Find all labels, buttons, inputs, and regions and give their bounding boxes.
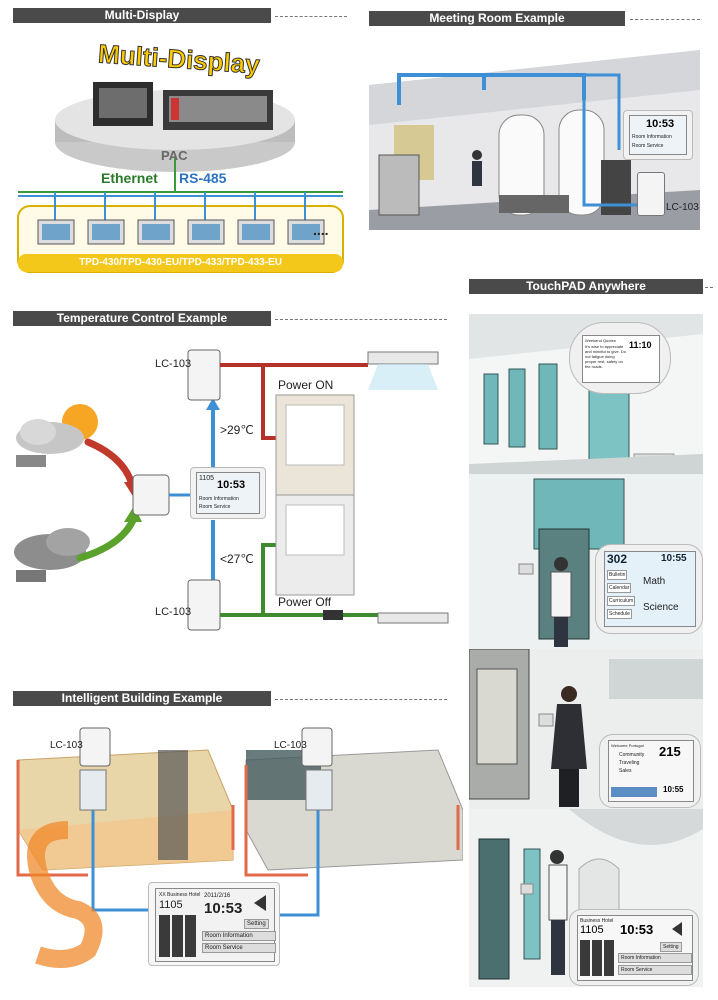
lobby-icon-bar: [611, 787, 657, 797]
touchpad-hotel-panel: Business Hotel 1105 10:53 Setting Room I…: [569, 909, 699, 986]
intelligent-building-diagram: LC-103 LC-103 XX Business Hotel 1105 201…: [8, 710, 463, 970]
lobby-item-community[interactable]: Community: [619, 752, 645, 758]
pac-label: PAC: [161, 148, 188, 163]
section-header-multi-display: Multi-Display: [13, 8, 271, 23]
meeting-panel-item: Room Information: [632, 134, 672, 140]
menu-calendar[interactable]: Calendar: [607, 583, 632, 593]
divider: [275, 16, 347, 17]
subject-math: Math: [643, 576, 666, 587]
pac-platform-illustration: [17, 82, 344, 273]
lc-103-device: [637, 172, 665, 216]
hotel-room: 1105: [580, 924, 604, 936]
meeting-touch-panel: 10:53 Room Information Room Service: [623, 110, 693, 160]
temp-low-label: <27℃: [220, 552, 254, 566]
hotel-header: Business Hotel: [580, 918, 614, 924]
touchpad-scene-school: 302 10:55 Bulletin Calendar Curriculum S…: [469, 474, 703, 649]
divider: [630, 19, 700, 20]
room-information-button[interactable]: Room Information: [202, 931, 276, 941]
lc-103-top-label: LC-103: [155, 358, 192, 370]
lobby-header: Welcome Portugal: [611, 743, 644, 748]
section-header-intelligent-building: Intelligent Building Example: [13, 691, 271, 706]
quote-time: 11:10: [629, 340, 652, 350]
touch-panels: [37, 192, 325, 245]
quote-text: It's wise to appreciate and mindful to g…: [585, 344, 626, 369]
touchpad-school-panel: 302 10:55 Bulletin Calendar Curriculum S…: [595, 544, 703, 634]
meeting-room-scene: 10:53 Room Information Room Service LC-1…: [369, 30, 700, 230]
temp-high-label: >29℃: [220, 423, 254, 437]
divider: [275, 319, 447, 320]
building-floorplans: [16, 727, 463, 968]
section-header-touchpad-anywhere: TouchPAD Anywhere: [469, 279, 703, 294]
lc-103-right-label: LC-103: [274, 740, 307, 751]
panel-item: Room Information: [199, 496, 239, 502]
menu-schedule[interactable]: Schedule: [607, 609, 632, 619]
hotel-keypad: [159, 915, 197, 957]
hotel-time: 10:53: [204, 900, 243, 917]
ethernet-label: Ethernet: [101, 170, 158, 186]
lc-103-left-label: LC-103: [50, 740, 83, 751]
panel-room-number: 1105: [199, 475, 215, 482]
power-on-label: Power ON: [278, 378, 334, 392]
divider: [275, 699, 447, 700]
lc-103-bottom-label: LC-103: [155, 606, 192, 618]
touchpad-scene-lobby: Welcome Portugal Community Traveling Sal…: [469, 649, 703, 809]
room-service-button[interactable]: Room Service: [202, 943, 276, 953]
temperature-flow: [14, 349, 449, 631]
hotel-name: XX Business Hotel: [159, 892, 201, 898]
section-header-temperature-control: Temperature Control Example: [13, 311, 271, 326]
classroom-time: 10:55: [661, 553, 687, 564]
temperature-control-diagram: LC-103 LC-103 Power ON Power Off >29℃ <2…: [8, 330, 458, 670]
panel-time: 10:53: [217, 479, 246, 491]
models-banner: TPD-430/TPD-430-EU/TPD-433/TPD-433-EU: [79, 257, 282, 268]
divider: [705, 287, 713, 288]
rs485-label: RS-485: [179, 170, 227, 186]
touchpad-scene-corridor: Weekend Quotes 11:10 It's wise to apprec…: [469, 314, 703, 474]
temperature-touch-panel: 1105 10:53 Room Information Room Service: [190, 467, 266, 519]
setting-button[interactable]: Setting: [244, 919, 269, 929]
hotel-play-icon: [672, 922, 682, 936]
touchpad-lobby-panel: Welcome Portugal Community Traveling Sal…: [599, 734, 701, 808]
multi-display-diagram: Multi-Display PAC Ethernet RS-485 .... T…: [13, 30, 348, 275]
hotel-date: 2011/2/16: [204, 893, 231, 899]
meeting-panel-item: Room Service: [632, 143, 664, 149]
touchpad-quote-panel: Weekend Quotes 11:10 It's wise to apprec…: [569, 322, 671, 394]
hotel-room-service-button[interactable]: Room Service: [618, 965, 692, 975]
section-header-meeting-room: Meeting Room Example: [369, 11, 625, 26]
power-off-label: Power Off: [278, 595, 332, 609]
hotel-clock: 10:53: [620, 922, 654, 937]
subject-science: Science: [643, 602, 679, 613]
hotel-keypad: [580, 940, 614, 976]
ellipsis: ....: [313, 222, 329, 238]
panel-item: Room Service: [199, 504, 231, 510]
quote-header: Weekend Quotes: [585, 338, 616, 343]
hotel-room-info-button[interactable]: Room Information: [618, 953, 692, 963]
menu-curriculum[interactable]: Curriculum: [607, 596, 636, 606]
hotel-setting-button[interactable]: Setting: [660, 942, 682, 952]
lobby-number: 215: [659, 744, 681, 759]
play-icon: [254, 895, 266, 911]
lobby-item-sales[interactable]: Sales: [619, 768, 632, 774]
menu-bulletin[interactable]: Bulletin: [607, 570, 628, 580]
touchpad-scene-hotel: Business Hotel 1105 10:53 Setting Room I…: [469, 809, 703, 987]
lobby-time: 10:55: [663, 785, 684, 794]
building-touch-panel: XX Business Hotel 1105 2011/2/16 10:53 S…: [148, 882, 280, 966]
classroom-number: 302: [607, 552, 628, 566]
hotel-room-number: 1105: [159, 899, 183, 911]
meeting-panel-time: 10:53: [646, 118, 675, 130]
lobby-item-traveling[interactable]: Traveling: [619, 760, 640, 766]
lc-103-label: LC-103: [666, 202, 699, 213]
